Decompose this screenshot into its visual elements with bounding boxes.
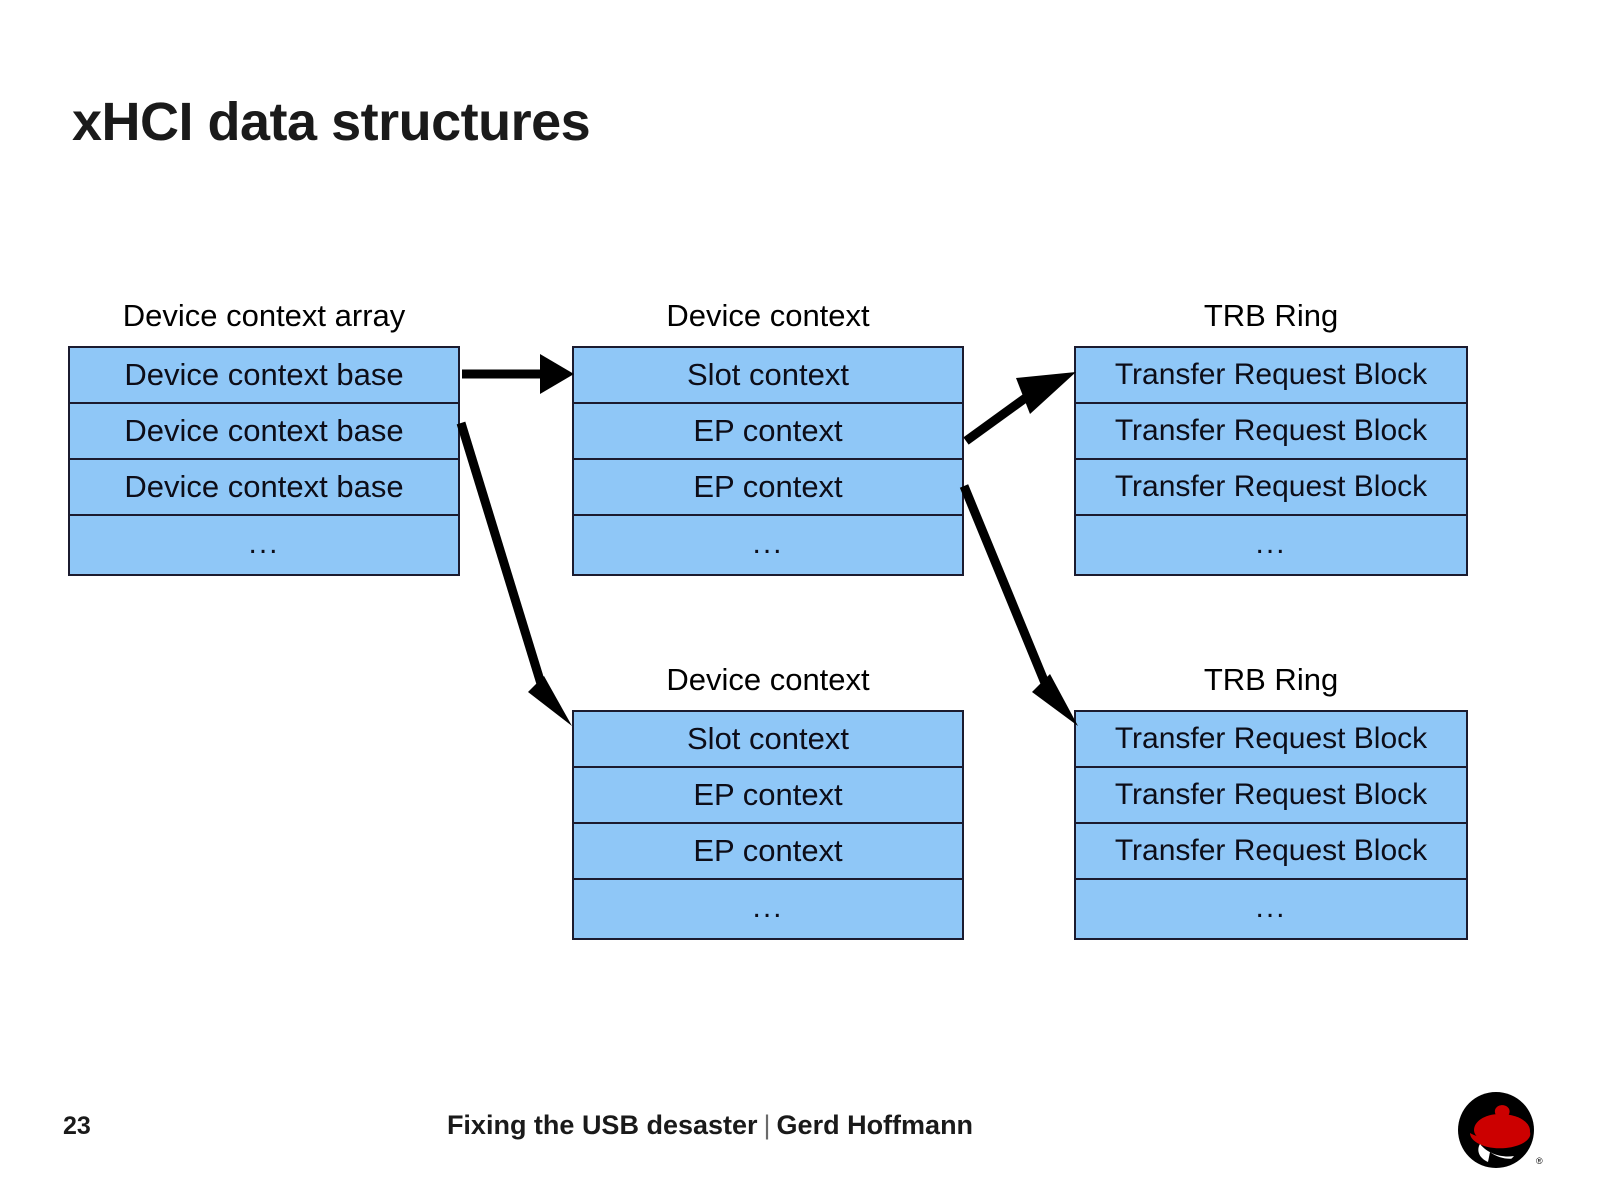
table-row[interactable]: EP context — [574, 404, 962, 460]
table-row[interactable]: Slot context — [574, 712, 962, 768]
footer-text: Fixing the USB desaster|Gerd Hoffmann — [0, 1110, 1420, 1141]
arrow-ep-context-to-trb-ring-top — [963, 372, 1076, 445]
table-row-ellipsis: ... — [574, 516, 962, 574]
table-row[interactable]: EP context — [574, 460, 962, 516]
table-row[interactable]: Device context base — [70, 404, 458, 460]
footer-presentation-title: Fixing the USB desaster — [446, 1110, 758, 1140]
group-label-device-context-array: Device context array — [122, 298, 406, 333]
table-row[interactable]: Transfer Request Block — [1076, 404, 1466, 460]
footer-page-number: 23 — [63, 1112, 91, 1140]
group-label-device-context-top: Device context — [666, 298, 870, 333]
arrow-array-to-device-context-top — [462, 354, 574, 394]
table-device-context-top: Slot context EP context EP context ... — [572, 346, 964, 576]
table-row-ellipsis: ... — [574, 880, 962, 938]
table-row[interactable]: Slot context — [574, 348, 962, 404]
table-row[interactable]: Transfer Request Block — [1076, 712, 1466, 768]
table-row[interactable]: Device context base — [70, 460, 458, 516]
footer-separator: | — [763, 1110, 771, 1140]
table-row[interactable]: EP context — [574, 824, 962, 880]
group-label-device-context-bottom: Device context — [666, 662, 870, 697]
table-row-ellipsis: ... — [1076, 880, 1466, 938]
table-row[interactable]: Transfer Request Block — [1076, 824, 1466, 880]
footer-author: Gerd Hoffmann — [776, 1110, 974, 1140]
table-row[interactable]: Transfer Request Block — [1076, 348, 1466, 404]
table-trb-ring-bottom: Transfer Request Block Transfer Request … — [1074, 710, 1468, 940]
group-label-trb-ring-bottom: TRB Ring — [1203, 662, 1339, 697]
table-device-context-array: Device context base Device context base … — [68, 346, 460, 576]
table-row[interactable]: Transfer Request Block — [1076, 768, 1466, 824]
table-row[interactable]: Device context base — [70, 348, 458, 404]
svg-text:®: ® — [1536, 1156, 1543, 1166]
table-trb-ring-top: Transfer Request Block Transfer Request … — [1074, 346, 1468, 576]
page-title: xHCI data structures — [72, 92, 591, 152]
arrow-ep-context-to-trb-ring-bottom — [959, 484, 1078, 726]
table-row[interactable]: EP context — [574, 768, 962, 824]
red-hat-shadowman-logo: ® — [1458, 1092, 1543, 1168]
table-row-ellipsis: ... — [1076, 516, 1466, 574]
group-label-trb-ring-top: TRB Ring — [1203, 298, 1339, 333]
table-device-context-bottom: Slot context EP context EP context ... — [572, 710, 964, 940]
table-row-ellipsis: ... — [70, 516, 458, 574]
arrow-array-to-device-context-bottom — [456, 421, 572, 726]
table-row[interactable]: Transfer Request Block — [1076, 460, 1466, 516]
